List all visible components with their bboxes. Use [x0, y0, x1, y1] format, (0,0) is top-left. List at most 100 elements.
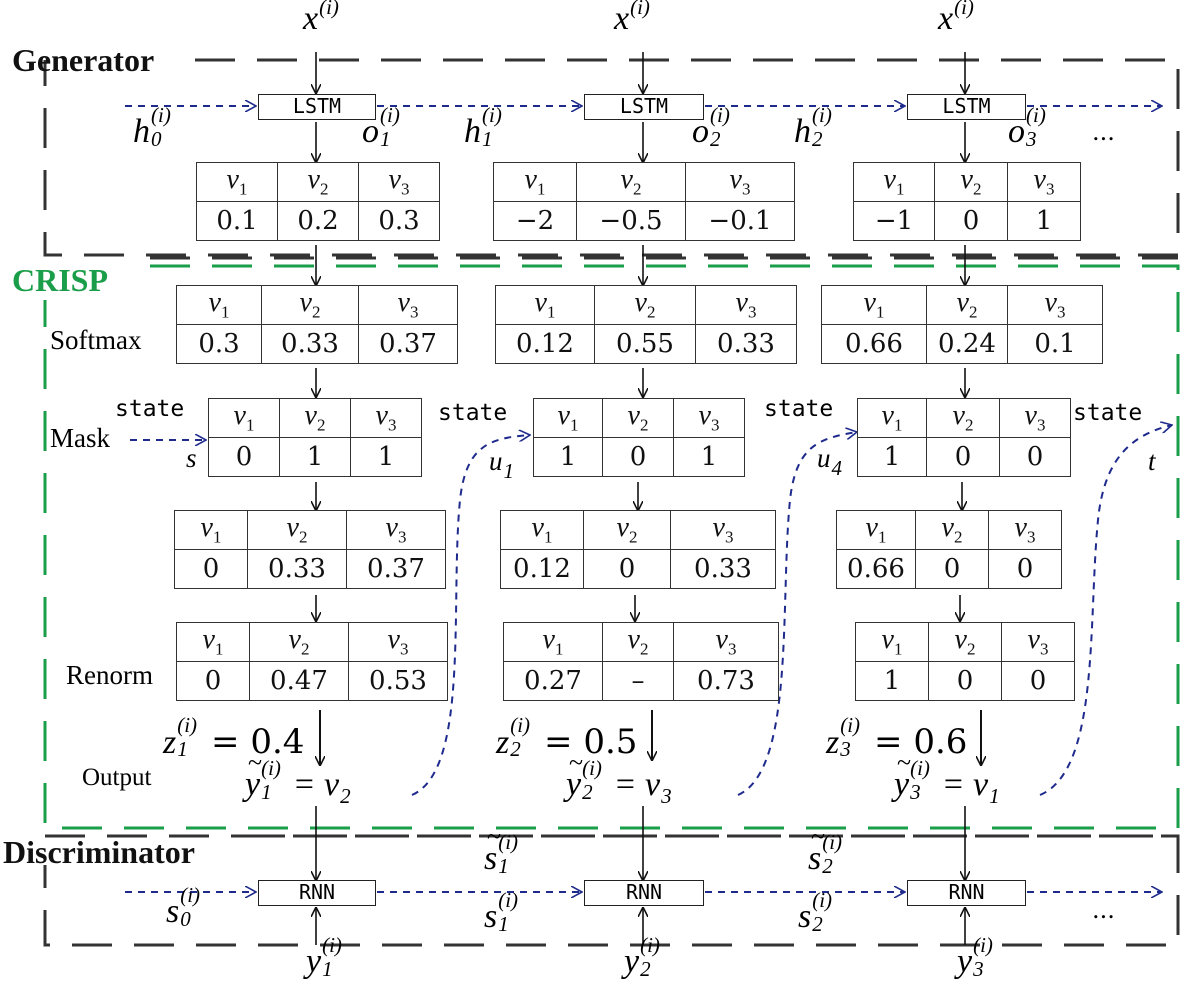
- flow-arrows: [316, 52, 981, 945]
- state-word-2: state: [438, 400, 508, 426]
- table-value-cell: 0.2: [277, 201, 359, 241]
- table-value-cell: 0: [915, 549, 989, 589]
- table-header-cell: v3: [358, 285, 458, 325]
- table-value-cell: –: [602, 661, 674, 701]
- state-transition-curves: [130, 425, 1172, 796]
- table-header-cell: v2: [934, 162, 1008, 202]
- output-label: Output: [82, 764, 152, 791]
- table-value-cell: 0: [988, 549, 1062, 589]
- output-o-label-1: o(i)1: [362, 103, 400, 151]
- table-header-cell: v3: [673, 398, 745, 438]
- table-value-cell: 0.1: [196, 201, 278, 241]
- table-header-cell: v3: [988, 510, 1062, 550]
- x-input-label-2: x(i): [614, 0, 650, 37]
- table-value-cell: 0.66: [836, 549, 916, 589]
- table-header-cell: v2: [926, 398, 1000, 438]
- table-value-cell: 0.27: [503, 661, 603, 701]
- generator-ellipsis: ...: [1092, 118, 1115, 146]
- table-header-cell: v1: [821, 285, 927, 325]
- table-value-cell: 0: [1001, 661, 1075, 701]
- table-value-cell: 0: [926, 437, 1000, 477]
- table-header-cell: v2: [583, 510, 671, 550]
- disc-y-input-label-2: y(i)2: [624, 933, 660, 981]
- hidden-state-label-1: h(i)0: [133, 103, 171, 151]
- generator-border: [43, 58, 1180, 257]
- x-input-label-3: x(i): [938, 0, 974, 37]
- generator-label: Generator: [12, 42, 155, 78]
- hidden-state-label-3: h(i)2: [794, 103, 832, 151]
- z-sample-label-1: z(i)1 = 0.4: [163, 713, 305, 762]
- table-header-cell: v1: [208, 398, 280, 438]
- table-value-cell: 0: [934, 201, 1008, 241]
- crisp-border: [43, 264, 1180, 830]
- table-value-cell: −0.1: [685, 201, 795, 241]
- table-header-cell: v2: [277, 162, 359, 202]
- table-header-cell: v1: [857, 398, 927, 438]
- table-header-cell: v3: [358, 162, 440, 202]
- softmax-label: Softmax: [50, 325, 142, 355]
- table-value-cell: −0.5: [576, 201, 686, 241]
- disc-y-input-label-3: y(i)3: [957, 933, 993, 981]
- lstm-cell-3: LSTM: [907, 94, 1026, 120]
- discriminator-label: Discriminator: [3, 834, 195, 870]
- table-value-cell: 0: [602, 437, 674, 477]
- table-header-cell: v2: [915, 510, 989, 550]
- mask-label: Mask: [50, 423, 110, 453]
- z-sample-label-3: z(i)3 = 0.6: [826, 713, 968, 762]
- disc-state-tilde-label-1: s(i)1: [484, 824, 521, 877]
- table-header-cell: v3: [999, 398, 1071, 438]
- table-header-cell: v2: [602, 398, 674, 438]
- table-value-cell: 0.33: [247, 549, 347, 589]
- table-value-cell: 0.12: [495, 324, 595, 364]
- table-value-cell: 1: [855, 661, 929, 701]
- table-header-cell: v3: [1001, 622, 1075, 662]
- table-header-cell: v3: [350, 398, 422, 438]
- table-value-cell: 1: [279, 437, 351, 477]
- table-value-cell: 0.37: [346, 549, 446, 589]
- table-header-cell: v1: [176, 285, 262, 325]
- state-word-4: state: [1073, 400, 1143, 426]
- table-value-cell: 0: [176, 661, 250, 701]
- table-header-cell: v2: [279, 398, 351, 438]
- lstm-cell-1: LSTM: [258, 94, 376, 120]
- table-value-cell: 0: [928, 661, 1002, 701]
- table-header-cell: v1: [495, 285, 595, 325]
- disc-y-input-label-1: y(i)1: [306, 933, 342, 981]
- disc-state-label-1: s(i)1: [484, 888, 519, 936]
- table-value-cell: 1: [533, 437, 603, 477]
- table-header-cell: v3: [1007, 285, 1103, 325]
- disc-state-tilde-label-2: s(i)2: [808, 824, 845, 877]
- table-header-cell: v3: [348, 622, 448, 662]
- table-header-cell: v3: [685, 162, 795, 202]
- table-value-cell: 0: [208, 437, 280, 477]
- table-value-cell: 1: [673, 437, 745, 477]
- x-input-label-1: x(i): [303, 0, 339, 37]
- table-header-cell: v2: [247, 510, 347, 550]
- table-value-cell: 0.24: [926, 324, 1008, 364]
- output-o-label-3: o(i)3: [1008, 103, 1046, 151]
- disc-state-label-2: s(i)2: [798, 888, 833, 936]
- table-value-cell: 0: [174, 549, 248, 589]
- hidden-state-label-2: h(i)1: [464, 103, 502, 151]
- table-header-cell: v2: [249, 622, 349, 662]
- table-header-cell: v1: [533, 398, 603, 438]
- table-header-cell: v3: [346, 510, 446, 550]
- table-value-cell: 0.33: [670, 549, 776, 589]
- table-value-cell: 0.53: [348, 661, 448, 701]
- table-header-cell: v2: [928, 622, 1002, 662]
